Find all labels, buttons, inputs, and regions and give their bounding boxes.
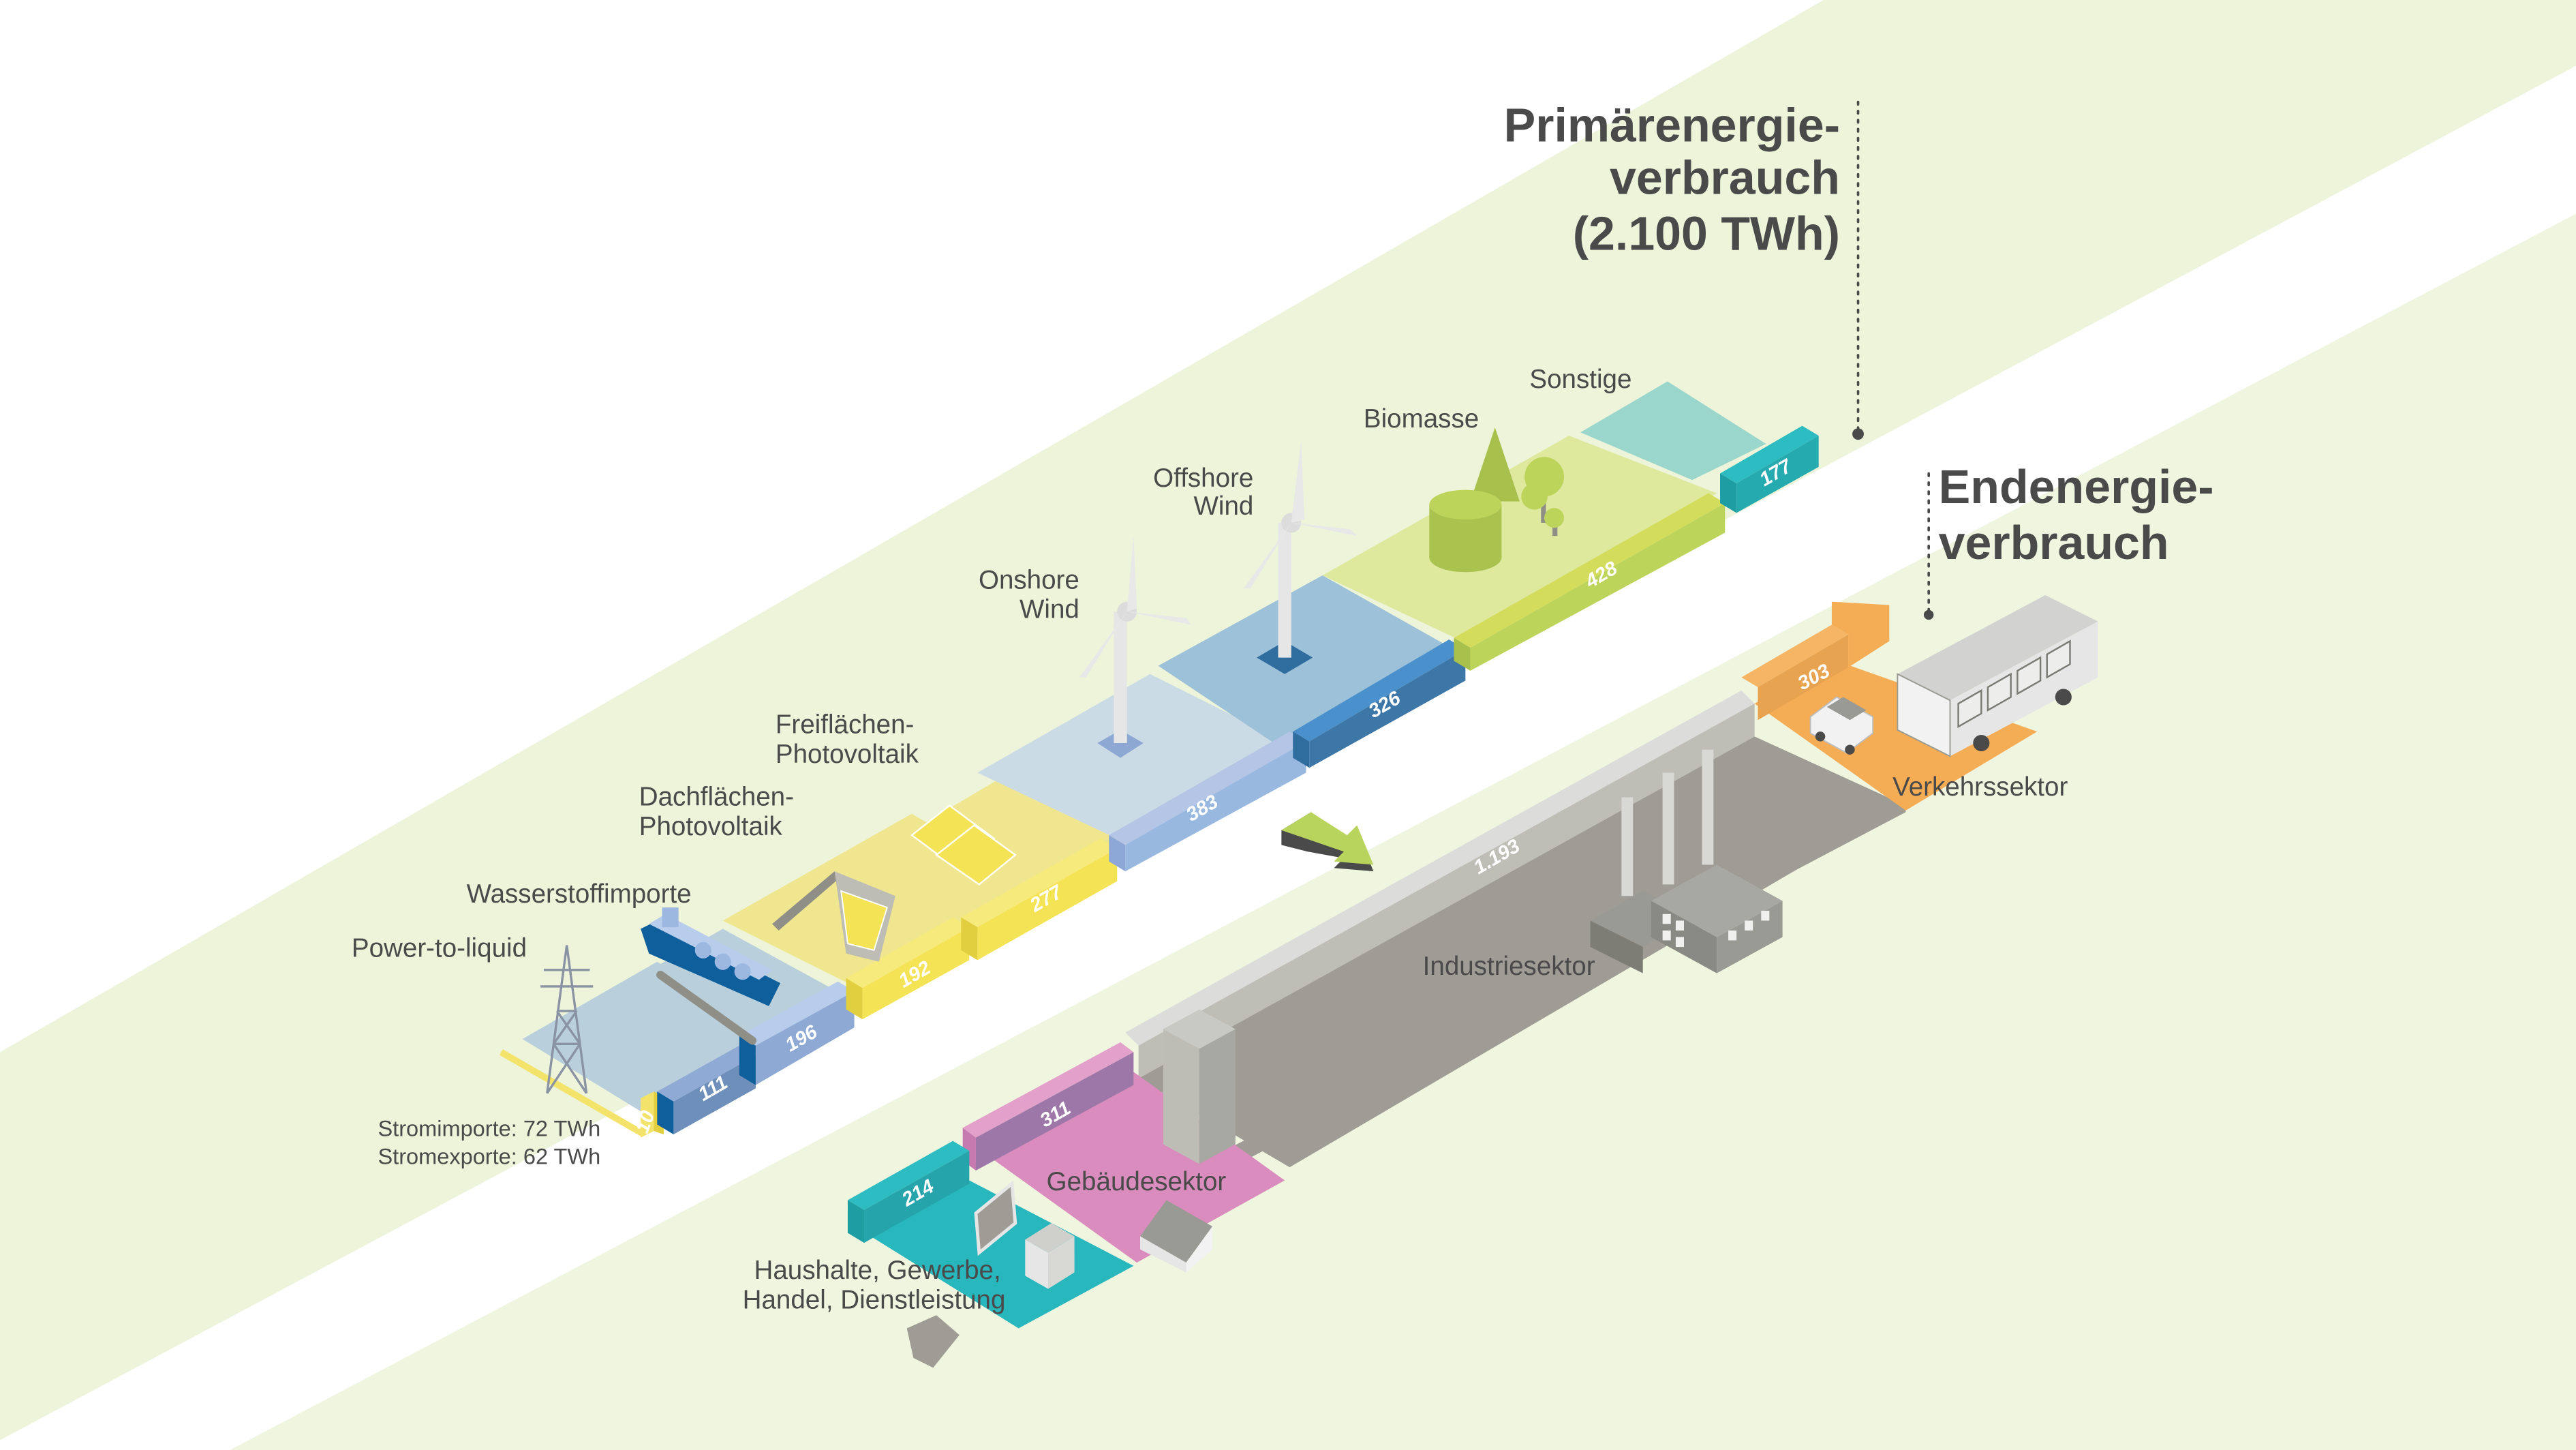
sonstige-ground — [1580, 381, 1766, 481]
industrie-wall-side — [1138, 704, 1755, 1078]
car-icon — [1809, 696, 1874, 755]
onshore-ground — [977, 674, 1298, 847]
block-biomasse — [1454, 493, 1726, 671]
offshore-ground — [1158, 575, 1454, 749]
label-power-to-liquid: Power-to-liquid — [352, 934, 527, 963]
block-h2-a — [657, 1045, 756, 1134]
label-offshore-2: Wind — [1194, 492, 1254, 521]
label-dachflaechen-2: Photovoltaik — [639, 812, 783, 841]
label-verkehrssektor: Verkehrssektor — [1892, 772, 2068, 802]
label-gebaeudesektor: Gebäudesektor — [1047, 1167, 1227, 1196]
title-primary-line1: Primärenergie- — [1504, 98, 1840, 151]
power-pylon-icon — [540, 945, 594, 1094]
label-onshore-1: Onshore — [979, 565, 1079, 594]
label-dachflaechen-1: Dachflächen- — [639, 783, 794, 812]
label-offshore-1: Offshore — [1153, 464, 1253, 493]
house-icon — [1140, 1200, 1213, 1273]
rooftop-solar-icon — [772, 871, 895, 962]
pipeline-icon — [656, 971, 757, 1045]
verkehr-wall-top — [1741, 624, 1849, 688]
label-industriesektor: Industriesektor — [1423, 952, 1595, 981]
verkehr-ground — [1754, 659, 2038, 811]
shopping-basket-icon — [906, 1315, 960, 1368]
label-ghd-2: Handel, Dienstleistung — [743, 1286, 1006, 1315]
label-wasserstoffimporte: Wasserstoffimporte — [467, 879, 692, 909]
title-primary-line3: (2.100 TWh) — [1573, 207, 1840, 260]
block-sonstige — [1720, 425, 1819, 513]
block-dach — [846, 917, 970, 1020]
ghd-ground — [870, 1180, 1134, 1329]
block-onshore — [1109, 731, 1306, 872]
label-sonstige: Sonstige — [1529, 365, 1631, 394]
tv-icon — [974, 1180, 1017, 1256]
onshore-wind-turbine-icon — [1079, 536, 1191, 758]
label-stromimporte: Stromimporte: 72 TWh — [378, 1116, 600, 1141]
stove-icon — [1025, 1223, 1075, 1289]
ship-icon — [641, 907, 781, 1006]
title-primary-line2: verbrauch — [1610, 151, 1840, 205]
block-frei — [961, 838, 1118, 961]
flow-arrow-icon — [1281, 812, 1374, 872]
title-final-line2: verbrauch — [1939, 516, 2169, 569]
label-freiflaechen-1: Freiflächen- — [776, 710, 915, 740]
verkehr-wall-front — [1831, 601, 1890, 668]
label-freiflaechen-2: Photovoltaik — [776, 740, 919, 769]
verkehr-wall-side — [1758, 634, 1849, 721]
final-leader-dot — [1923, 609, 1934, 620]
primary-leader-dot — [1852, 428, 1864, 440]
final-band — [230, 213, 2576, 1450]
industrie-wall-top — [1125, 690, 1755, 1046]
biomasse-ground — [1322, 436, 1717, 641]
apartment-building-icon — [1163, 1009, 1236, 1164]
label-onshore-2: Wind — [1019, 595, 1079, 624]
label-ghd-1: Haushalte, Gewerbe, — [754, 1256, 1001, 1285]
ground-solar-icon — [910, 804, 1017, 886]
block-h2-b — [739, 981, 855, 1085]
biomass-trees-icon — [1429, 427, 1564, 573]
block-offshore — [1293, 639, 1466, 768]
factory-icon — [1590, 749, 1783, 973]
title-final-line1: Endenergie- — [1939, 460, 2214, 513]
ptl-outline — [499, 1049, 646, 1138]
label-stromexporte: Stromexporte: 62 TWh — [378, 1144, 600, 1168]
bus-icon — [1897, 594, 2098, 757]
block-ghd — [847, 1141, 970, 1243]
industrie-floor — [1138, 736, 1906, 1168]
label-biomasse: Biomasse — [1364, 404, 1479, 434]
